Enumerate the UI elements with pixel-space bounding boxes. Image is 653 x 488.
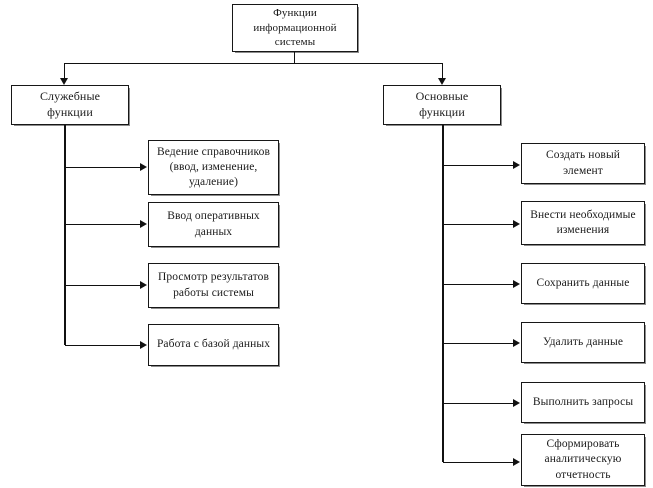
arrowhead-right-left-3 — [140, 281, 147, 289]
node-root-functions[interactable]: Функции информационной системы — [232, 4, 358, 52]
connector-root-to-left — [64, 63, 65, 79]
arrowhead-right-right-3 — [513, 280, 520, 288]
connector-left-spine — [64, 125, 66, 345]
arrowhead-right-right-5 — [513, 399, 520, 407]
connector-right-branch-3 — [443, 284, 514, 285]
connector-left-branch-4 — [65, 345, 141, 346]
connector-root-stem — [294, 52, 295, 64]
node-vvod-operativnyh-dannyh[interactable]: Ввод оперативных данных — [148, 202, 279, 247]
node-udalit-dannye[interactable]: Удалить данные — [521, 322, 645, 363]
node-vnesti-izmeneniya[interactable]: Внести необходимые изменения — [521, 201, 645, 245]
arrowhead-right-left-2 — [140, 220, 147, 228]
node-sformirovat-otchetnost[interactable]: Сформировать аналитическую отчетность — [521, 434, 645, 486]
arrowhead-right-right-6 — [513, 458, 520, 466]
connector-root-to-right — [442, 63, 443, 79]
node-prosmotr-rezultatov[interactable]: Просмотр результатов работы системы — [148, 263, 279, 308]
connector-left-branch-2 — [65, 224, 141, 225]
connector-right-branch-5 — [443, 403, 514, 404]
node-rabota-s-bazoy-dannyh[interactable]: Работа с базой данных — [148, 324, 279, 366]
arrowhead-right-right-2 — [513, 220, 520, 228]
arrowhead-right-right-1 — [513, 161, 520, 169]
node-vedenie-spravochnikov[interactable]: Ведение справочников (ввод, изменение, у… — [148, 140, 279, 195]
node-branch-sluzhebnye[interactable]: Служебные функции — [11, 85, 129, 125]
connector-right-branch-1 — [443, 165, 514, 166]
connector-left-branch-1 — [65, 167, 141, 168]
connector-root-bus — [64, 63, 443, 64]
node-sohranit-dannye[interactable]: Сохранить данные — [521, 263, 645, 304]
node-vypolnit-zaprosy[interactable]: Выполнить запросы — [521, 382, 645, 423]
connector-right-branch-2 — [443, 224, 514, 225]
connector-left-branch-3 — [65, 285, 141, 286]
arrowhead-down-left — [60, 78, 68, 85]
arrowhead-right-left-1 — [140, 163, 147, 171]
arrowhead-right-right-4 — [513, 339, 520, 347]
arrowhead-down-right — [438, 78, 446, 85]
connector-right-spine — [442, 125, 444, 462]
node-sozdat-novyy-element[interactable]: Создать новый элемент — [521, 143, 645, 184]
connector-right-branch-6 — [443, 462, 514, 463]
connector-right-branch-4 — [443, 343, 514, 344]
node-branch-osnovnye[interactable]: Основные функции — [383, 85, 501, 125]
arrowhead-right-left-4 — [140, 341, 147, 349]
